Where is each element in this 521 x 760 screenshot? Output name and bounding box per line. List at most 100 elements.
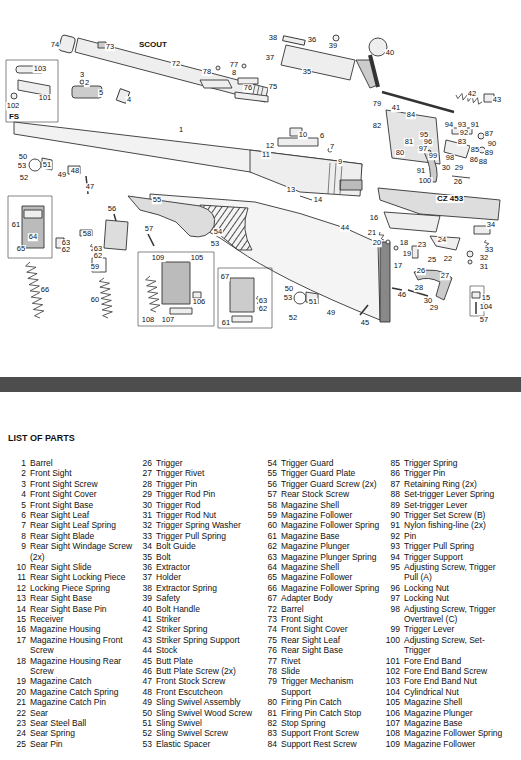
callout-number: 82 xyxy=(372,122,382,130)
callout-number: 23 xyxy=(417,241,427,249)
part-name: Sling Swivel xyxy=(156,718,202,728)
callout-number: 43 xyxy=(492,96,502,104)
callout-number: 78 xyxy=(202,68,212,76)
part-name: Support Rest Screw xyxy=(281,739,357,749)
part-name: Fore End Band xyxy=(404,656,461,666)
part-name: Locking Nut xyxy=(404,583,449,593)
part-name: Fore End Band Screw xyxy=(404,666,487,676)
part-number: 47 xyxy=(122,676,152,686)
part-name: Firing Pin Catch xyxy=(281,697,341,707)
spring-coil xyxy=(99,278,112,318)
part-name: Front Sight Cover xyxy=(30,489,97,499)
callout-number: 99 xyxy=(428,152,438,160)
part-number: 36 xyxy=(122,562,152,572)
part-name: Magazine Catch Spring xyxy=(30,687,118,697)
part-number: 59 xyxy=(247,510,277,520)
part-name: Rear Sight Base Pin xyxy=(30,604,107,614)
part-name: Trigger Rod Pin xyxy=(156,489,215,499)
callout-number: 61 xyxy=(221,319,231,327)
part-name: Magazine Catch xyxy=(30,676,91,686)
part-number: 103 xyxy=(370,676,400,686)
callout-number: 29 xyxy=(429,304,439,312)
part-number: 33 xyxy=(122,531,152,541)
part-name: Magazine Housing xyxy=(30,624,100,634)
divider-band xyxy=(0,377,521,392)
part-number: 63 xyxy=(247,552,277,562)
part-name: Magazine Follower Spring xyxy=(404,728,502,738)
part-name: Trigger Rod xyxy=(156,500,201,510)
part-number: 21 xyxy=(0,697,26,707)
list-title: LIST OF PARTS xyxy=(8,433,75,443)
callout-number: 32 xyxy=(479,254,489,262)
callout-number: 76 xyxy=(243,84,253,92)
part-name: Front Sight Cover xyxy=(281,624,348,634)
part-number: 90 xyxy=(370,510,400,520)
part-number: 22 xyxy=(0,708,26,718)
part-number: 60 xyxy=(247,520,277,530)
part-number: 50 xyxy=(122,708,152,718)
part-name: Front Sight Screw xyxy=(30,479,98,489)
part-name: Rear Sight Locking Piece xyxy=(30,572,125,582)
part-number: 79 xyxy=(247,676,277,686)
part-number: 66 xyxy=(247,583,277,593)
part-number: 82 xyxy=(247,718,277,728)
part-name: Extractor xyxy=(156,562,190,572)
part-number: 25 xyxy=(0,739,26,749)
part-number: 2 xyxy=(0,468,26,478)
part-number: 37 xyxy=(122,572,152,582)
callout-number: 62 xyxy=(93,252,103,260)
part-number: 102 xyxy=(370,666,400,676)
callout-number: 6 xyxy=(319,132,325,140)
part-number: 105 xyxy=(370,697,400,707)
part-number: 81 xyxy=(247,708,277,718)
part-name: Barrel xyxy=(30,458,53,468)
part-name: Magazine Shell xyxy=(404,697,462,707)
part-number: 62 xyxy=(247,541,277,551)
part-name: Fore End Band Nut xyxy=(404,676,477,686)
callout-number: 39 xyxy=(328,42,338,50)
part-number: 100 xyxy=(370,635,400,645)
callout-number: 98 xyxy=(445,154,455,162)
part-number: 42 xyxy=(122,624,152,634)
part-number: 28 xyxy=(122,479,152,489)
part-number: 108 xyxy=(370,728,400,738)
part-number: 19 xyxy=(0,676,26,686)
part-number: 77 xyxy=(247,656,277,666)
part-name: Striker Spring xyxy=(156,624,208,634)
part-name: Rear Sight Slide xyxy=(30,562,91,572)
part-number: 75 xyxy=(247,635,277,645)
part-name: Stop Spring xyxy=(281,718,325,728)
callout-number: 64 xyxy=(28,233,38,241)
part-name: Rear Sight Windage Screw (2x) xyxy=(30,541,138,562)
part-name: Trigger xyxy=(156,458,183,468)
callout-number: 25 xyxy=(427,256,437,264)
callout-number: 14 xyxy=(313,196,323,204)
part-name: Front Sight xyxy=(30,468,72,478)
part-number: 80 xyxy=(247,697,277,707)
callout-number: 83 xyxy=(457,138,467,146)
part-number: 17 xyxy=(0,635,26,645)
callout-number: 51 xyxy=(42,161,52,169)
part-name: Rear Sight Leaf xyxy=(30,510,89,520)
callout-number: 44 xyxy=(340,224,350,232)
part-number: 44 xyxy=(122,645,152,655)
part-number: 97 xyxy=(370,593,400,603)
part-name: Magazine Plunger xyxy=(404,708,473,718)
part-number: 23 xyxy=(0,718,26,728)
part-name: Trigger Spring Washer xyxy=(156,520,241,530)
callout-number: 58 xyxy=(82,230,92,238)
callout-number: 73 xyxy=(105,43,115,51)
part-name: Magazine Housing Front Screw xyxy=(30,635,131,656)
callout-number: 108 xyxy=(141,316,156,324)
callout-number: 81 xyxy=(404,138,414,146)
callout-number: 91 xyxy=(470,121,480,129)
part-number: 6 xyxy=(0,510,26,520)
part-name: Front Escutcheon xyxy=(156,687,223,697)
callout-number: 55 xyxy=(152,196,162,204)
callout-number: 53 xyxy=(17,162,27,170)
part-number: 73 xyxy=(247,614,277,624)
callout-number: 1 xyxy=(178,126,184,134)
part-name: Trigger Pull Spring xyxy=(404,541,474,551)
callout-number: 57 xyxy=(144,225,154,233)
part-number: 41 xyxy=(122,614,152,624)
